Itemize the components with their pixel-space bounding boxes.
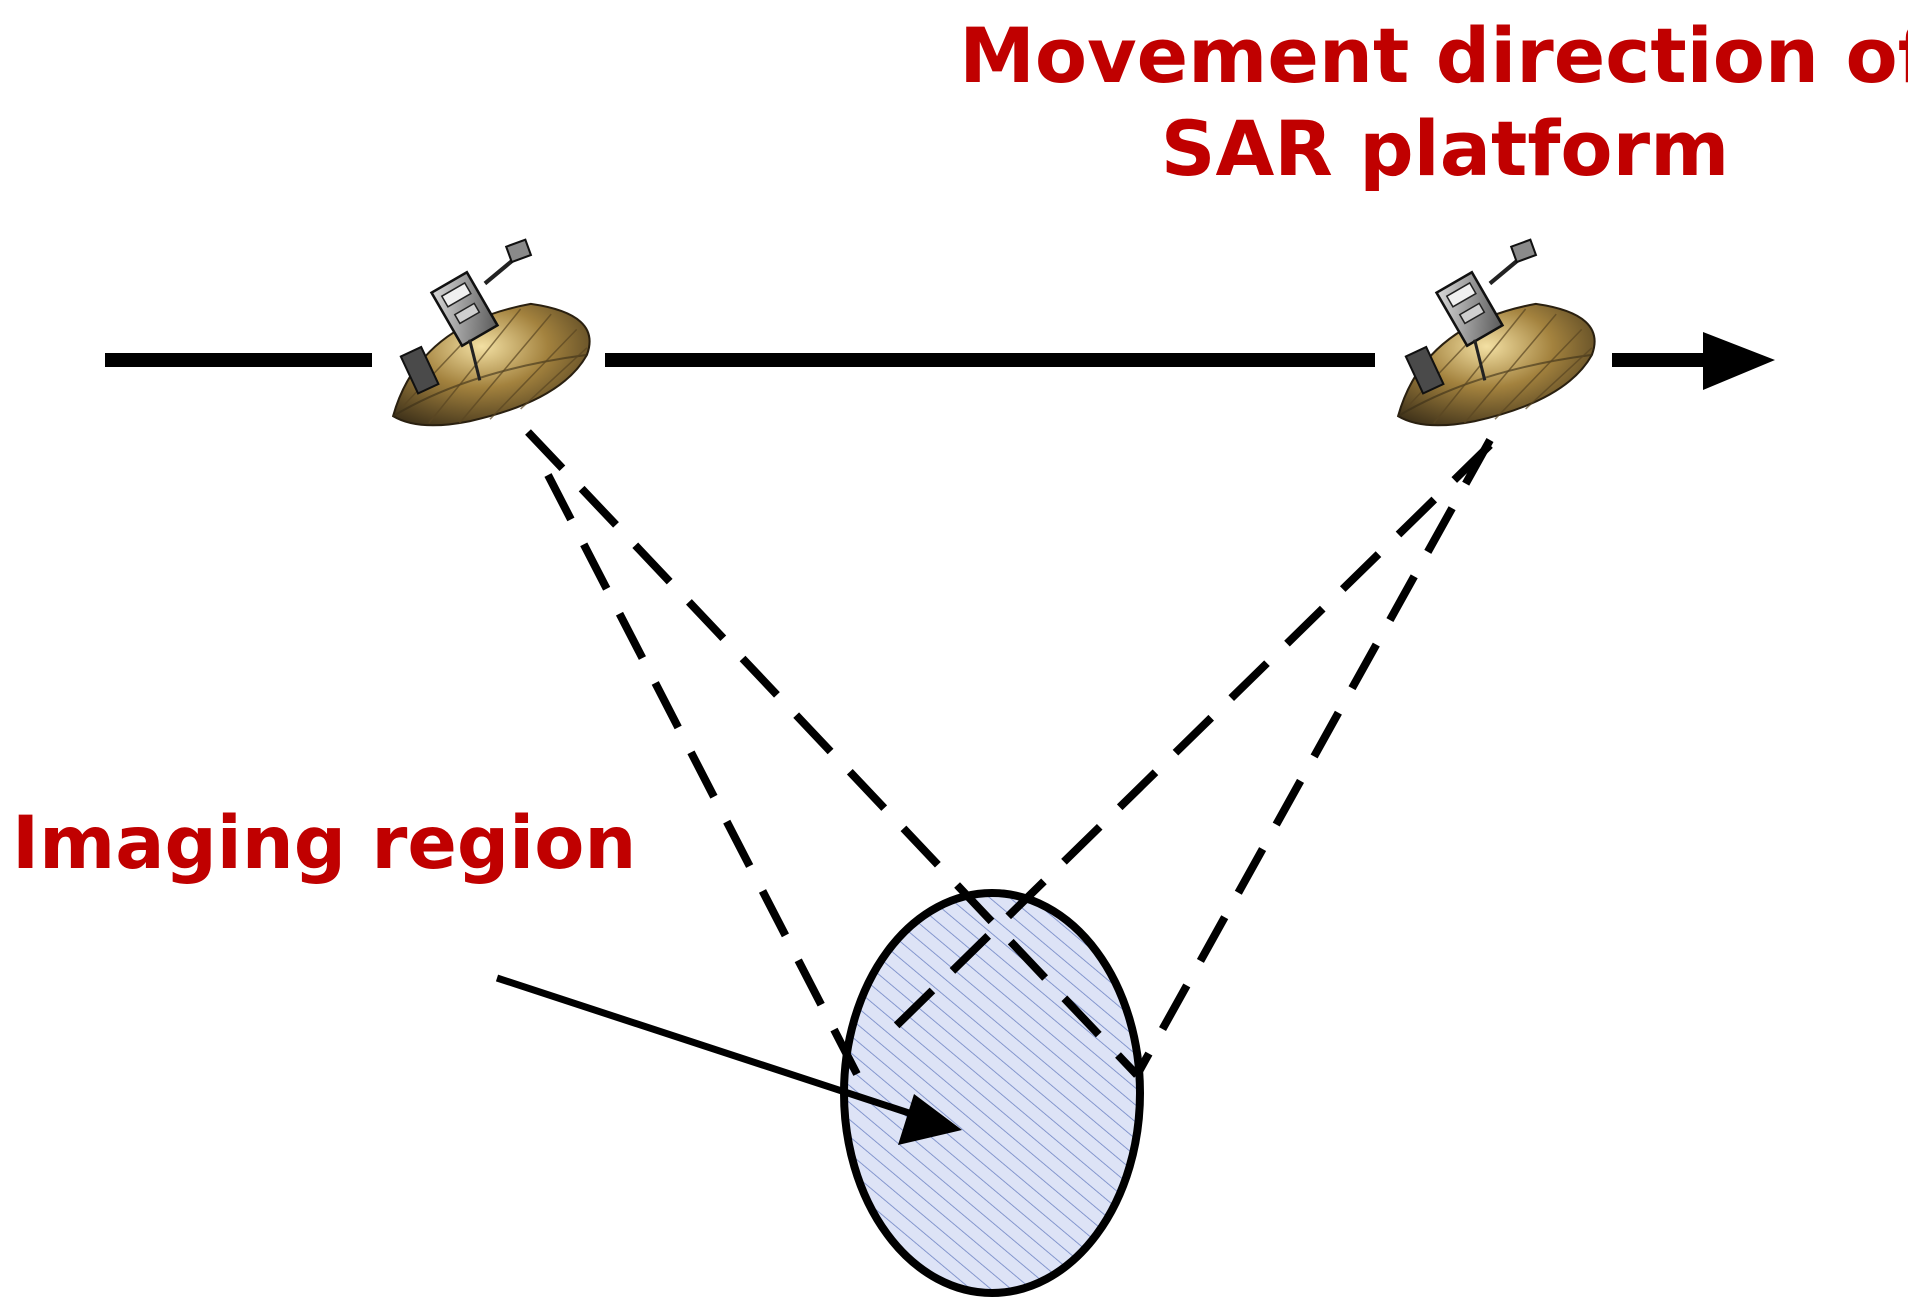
beam-right-outer xyxy=(1133,438,1494,1077)
satellite-icon xyxy=(1398,240,1595,426)
movement-track xyxy=(105,332,1775,390)
movement-direction-label-line2: SAR platform xyxy=(1161,104,1730,193)
satellite-icon xyxy=(393,240,589,426)
pointer-arrowhead xyxy=(898,1094,962,1145)
imaging-region xyxy=(844,893,1140,1293)
beam-right-inner xyxy=(889,442,1493,1033)
beam-left-inner xyxy=(525,429,1140,1078)
radar-beams xyxy=(525,429,1494,1082)
imaging-region-pointer xyxy=(495,974,962,1145)
imaging-region-label: Imaging region xyxy=(12,801,636,886)
beam-left-outer xyxy=(544,473,864,1082)
movement-direction-label: Movement direction of xyxy=(959,11,1908,100)
direction-arrowhead xyxy=(1703,332,1775,390)
